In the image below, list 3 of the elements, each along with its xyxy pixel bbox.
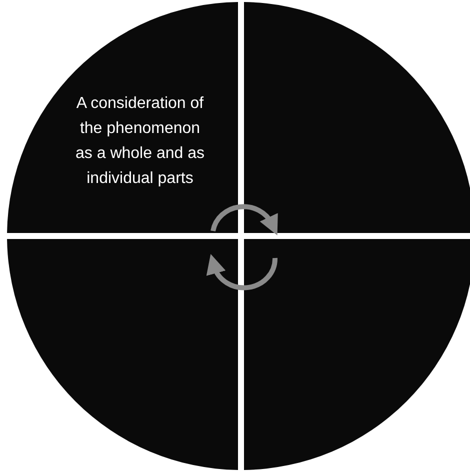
- curved-arrow: [210, 204, 278, 235]
- curved-arrow: [207, 254, 278, 290]
- quadrant-text: A consideration of the phenomenon as a whole and as individual parts: [74, 94, 206, 189]
